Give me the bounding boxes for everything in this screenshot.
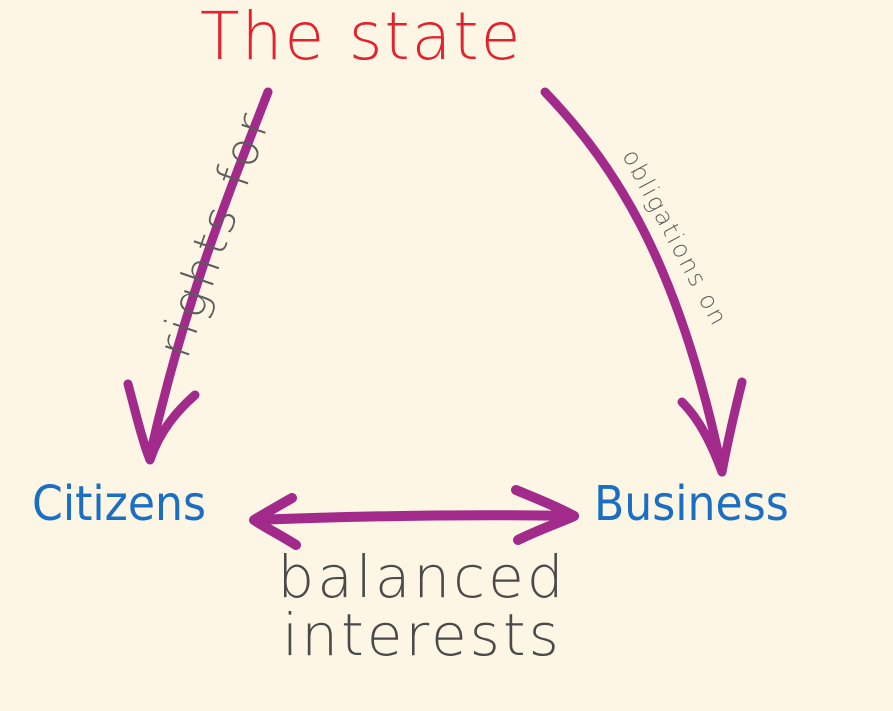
edge-label-line-1: balanced (277, 543, 567, 611)
arrow-state-to-citizens (123, 87, 273, 465)
node-citizens: Citizens (32, 476, 207, 532)
arrow-citizens-business (249, 485, 579, 550)
node-business: Business (594, 476, 789, 532)
edge-label-line-2: interests (282, 601, 562, 669)
node-the-state: The state (200, 0, 523, 75)
arrow-state-to-business (540, 87, 747, 477)
edge-label-balanced-interests: balanced interests (252, 548, 592, 664)
